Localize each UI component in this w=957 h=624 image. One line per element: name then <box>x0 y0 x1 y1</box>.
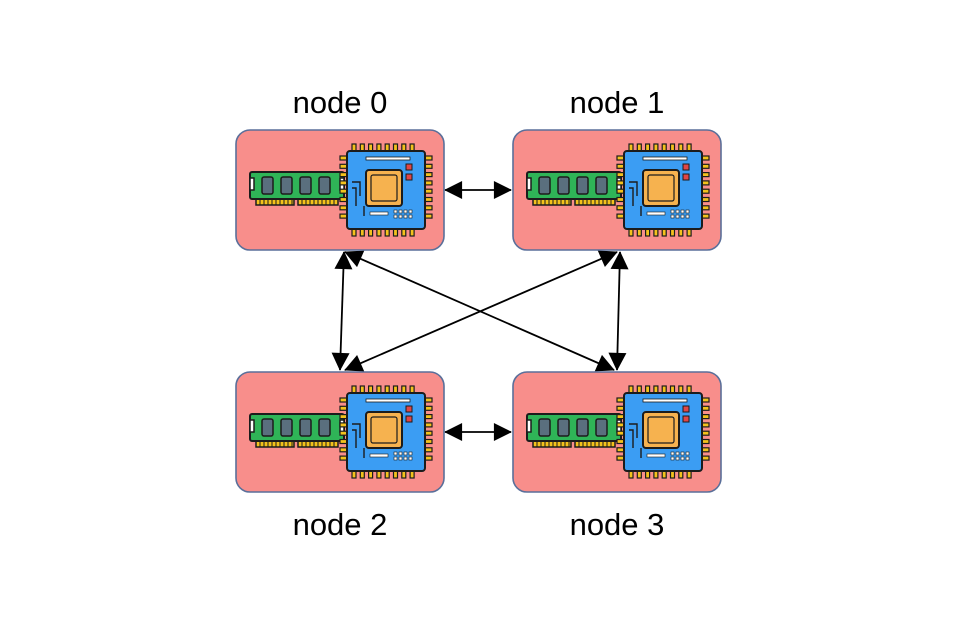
cpu-chip-icon <box>339 143 433 237</box>
ram-module-icon <box>249 171 345 206</box>
link-node1-node2 <box>344 250 618 372</box>
link-node1-node3 <box>608 251 629 371</box>
nodes-layer <box>235 129 722 493</box>
node-label: node 0 <box>293 85 388 120</box>
links-layer <box>331 181 629 441</box>
node-2 <box>235 371 445 493</box>
node-label: node 1 <box>570 85 665 120</box>
node-1 <box>512 129 722 251</box>
cpu-chip-icon <box>339 385 433 479</box>
node-label: node 3 <box>570 507 665 542</box>
labels-layer: node 0 node 1 node 2 node 3 <box>293 85 665 542</box>
ram-module-icon <box>526 413 622 448</box>
cpu-chip-icon <box>616 143 710 237</box>
node-3 <box>512 371 722 493</box>
link-node0-node2 <box>331 251 353 371</box>
node-label: node 2 <box>293 507 388 542</box>
cpu-chip-icon <box>616 385 710 479</box>
node-0 <box>235 129 445 251</box>
ram-module-icon <box>249 413 345 448</box>
